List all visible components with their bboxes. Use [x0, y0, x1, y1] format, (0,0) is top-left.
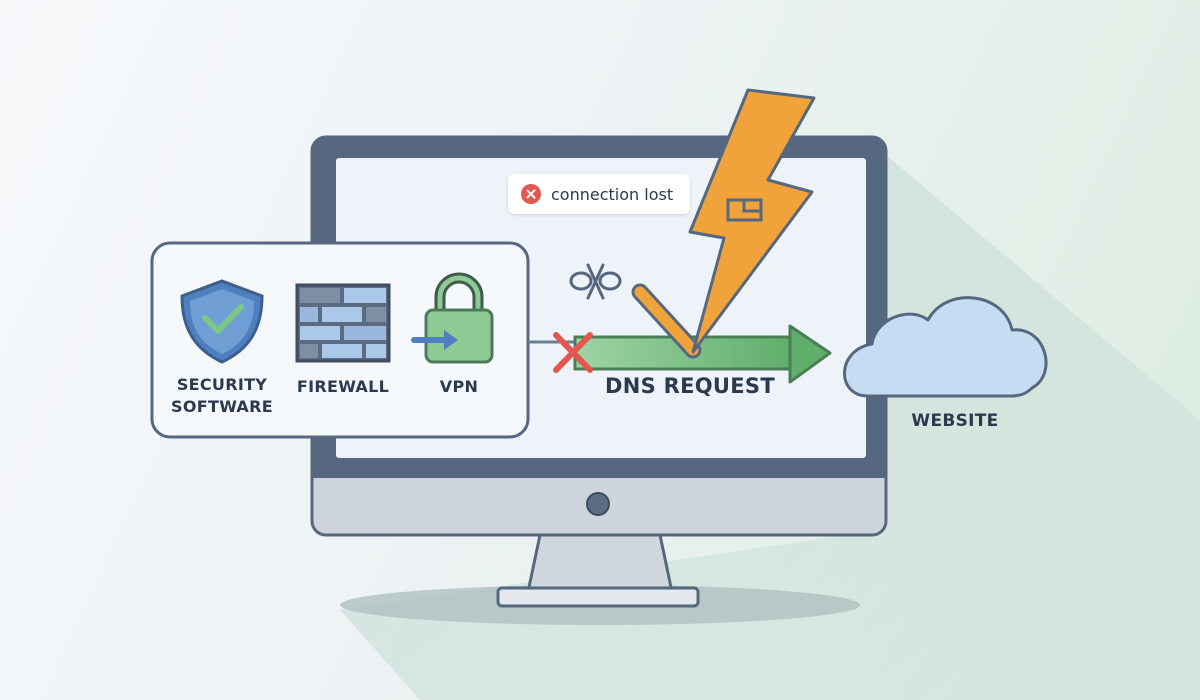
monitor-stand	[526, 533, 674, 594]
lightning-bolt-icon	[631, 88, 816, 359]
security-software-label-line1: SECURITY	[176, 375, 268, 394]
cloud-icon	[843, 296, 1048, 398]
vpn-label: VPN	[439, 377, 479, 396]
power-button[interactable]	[586, 492, 610, 516]
padlock-arrow-icon	[411, 272, 494, 364]
blocked-x-icon	[553, 332, 593, 373]
firewall-label: FIREWALL	[296, 377, 390, 396]
broken-link-icon	[569, 263, 622, 300]
connection-lost-notification: connection lost	[508, 174, 690, 214]
error-x-icon	[521, 184, 541, 204]
monitor-shadow	[340, 150, 1200, 700]
security-software-label-line2: SOFTWARE	[171, 397, 273, 416]
notification-text: connection lost	[551, 184, 674, 204]
monitor-base	[496, 586, 700, 608]
security-software-label: SECURITY SOFTWARE	[160, 374, 284, 418]
firewall-icon	[295, 283, 391, 363]
shield-check-icon	[180, 279, 264, 364]
website-label: WEBSITE	[911, 411, 999, 431]
dns-request-label: DNS REQUEST	[605, 374, 775, 398]
